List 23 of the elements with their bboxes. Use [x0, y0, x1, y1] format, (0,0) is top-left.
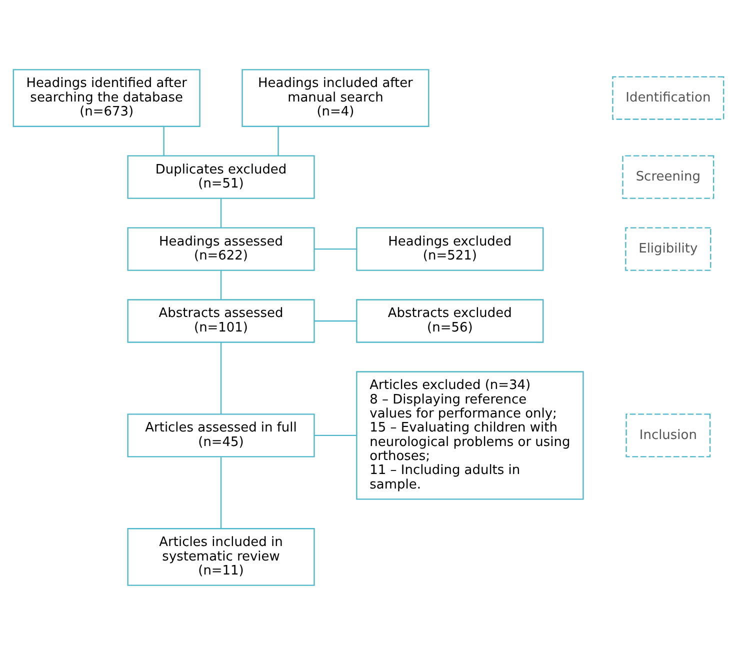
connector — [220, 270, 222, 299]
connector — [220, 456, 222, 528]
node-box: Abstracts assessed (n=101) — [127, 298, 315, 342]
node-box: Abstracts excluded (n=56) — [356, 298, 544, 342]
node-box: Screening — [622, 154, 714, 198]
connector — [278, 126, 279, 156]
connector — [314, 320, 356, 322]
connector — [314, 248, 356, 250]
connector — [314, 434, 356, 436]
node-box: Headings excluded (n=521) — [356, 226, 544, 270]
connector — [220, 198, 222, 227]
node-box: Duplicates excluded (n=51) — [127, 154, 315, 198]
node-box: Articles assessed in full (n=45) — [127, 413, 315, 457]
node-box: Headings identified after searching the database (n=673) — [12, 68, 200, 126]
connector — [220, 342, 222, 414]
node-box: Inclusion — [626, 413, 711, 457]
node-box: Headings included after manual search (n=4) — [242, 68, 430, 126]
node-box: Identification — [612, 76, 724, 120]
node-box: Articles included in systematic review (n=11) — [127, 528, 315, 586]
node-box: Eligibility — [625, 226, 712, 270]
connector — [163, 126, 164, 156]
node-box: Headings assessed (n=622) — [127, 226, 315, 270]
node-box: Articles excluded (n=34) 8 – Displaying reference values for performance only; 15 – Evaluating children with neurological problems or using orthoses; 11 – Including adults in sample. — [356, 370, 584, 500]
